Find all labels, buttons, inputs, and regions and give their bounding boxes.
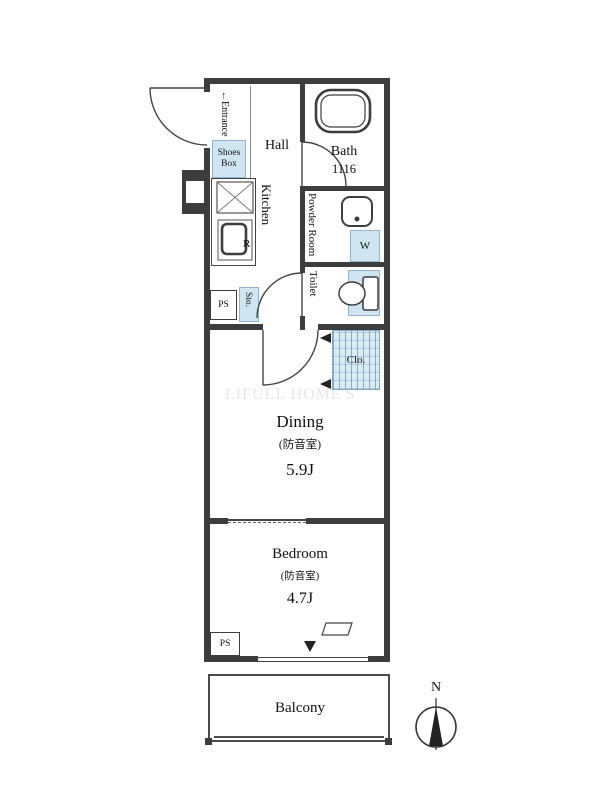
toilet-icon (338, 276, 379, 311)
bath-label: Bath (330, 144, 358, 159)
dining-size-label: 5.9J (286, 460, 314, 479)
wall-section-bottom-left (210, 324, 263, 330)
wall-section-bottom-right (318, 324, 384, 330)
compass-icon (415, 698, 457, 750)
shoes-box (212, 140, 246, 178)
ps-top-box (210, 290, 237, 320)
sliding-door-track (228, 519, 306, 521)
sliding-door-panel (228, 522, 306, 523)
balcony-outline (208, 674, 390, 742)
wall-bottom-left (204, 656, 258, 662)
closet-label: Clo. (346, 354, 366, 366)
dining-door-arc (262, 329, 319, 386)
bedroom-step-mark (321, 622, 353, 636)
kitchen-sink-icon (217, 219, 253, 261)
wall-top (204, 78, 390, 84)
balcony-window-line1 (256, 657, 370, 659)
bedroom-size-label: 4.7J (286, 590, 314, 607)
balcony-railing-line (214, 736, 384, 738)
wall-bath-bottom (300, 186, 384, 191)
bath-size-label: 1116 (331, 162, 357, 176)
refrigerator-label: R (243, 238, 251, 250)
ps-bottom-box (210, 632, 240, 656)
wall-hall-bath-1 (300, 84, 305, 142)
wall-right (384, 78, 390, 662)
entrance-hall-divider (250, 86, 251, 178)
balcony-label: Balcony (275, 700, 325, 716)
wall-powder-toilet (305, 262, 384, 267)
wall-notch-a (182, 170, 210, 181)
bedroom-note-label: (防音室) (280, 571, 320, 582)
hall-label: Hall (264, 138, 290, 153)
entrance-door-arc (149, 87, 208, 146)
toilet-label: Toilet (307, 271, 319, 297)
watermark: LIFULL HOME'S (225, 386, 356, 403)
refrigerator-icon (216, 181, 254, 214)
ps-top-label: PS (218, 300, 229, 310)
wall-notch-connector (182, 170, 186, 214)
dining-note-label: (防音室) (278, 439, 322, 451)
entrance-label: ←Entrance (219, 91, 230, 137)
storage-label: Sto. (243, 292, 253, 308)
shoes-box-label: Shoes Box (217, 148, 241, 169)
wall-hall-toilet-stub (300, 316, 305, 330)
ps-bottom-label: PS (219, 639, 231, 649)
bedroom-label: Bedroom (272, 546, 328, 562)
washing-machine-pan (350, 230, 380, 262)
wall-left-main (204, 148, 210, 662)
closet-arrow-top (320, 333, 331, 343)
wall-left-stub (204, 78, 210, 92)
toilet-door-arc (256, 272, 303, 319)
balcony-window-line2 (256, 661, 370, 663)
wall-divider-left-stub (210, 518, 228, 524)
compass-north-label: N (430, 680, 442, 695)
window-direction-arrow (304, 641, 316, 652)
wall-divider-right (306, 518, 384, 524)
wall-hall-powder (300, 186, 305, 273)
kitchen-label: Kitchen (259, 184, 274, 226)
wall-notch-b (182, 203, 210, 214)
dining-label: Dining (276, 412, 324, 431)
washing-machine-label: W (359, 240, 371, 252)
wall-bottom-right (368, 656, 390, 662)
closet-box (332, 330, 380, 390)
powder-sink-icon (341, 196, 373, 227)
bathtub-icon (314, 88, 372, 134)
powder-room-label: Powder Room (306, 193, 318, 257)
